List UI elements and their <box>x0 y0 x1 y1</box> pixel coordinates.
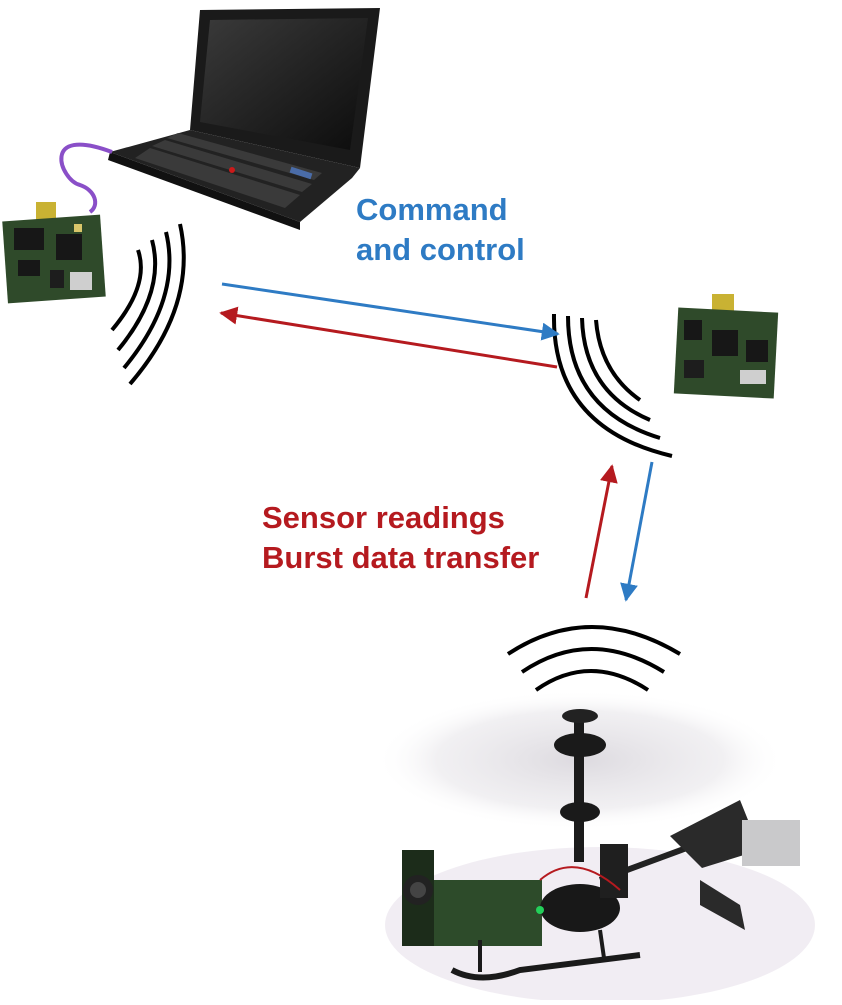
usb-cable <box>59 142 113 214</box>
relay-radio-board-icon <box>673 294 779 399</box>
sensor-arrow-up <box>584 464 618 599</box>
command-arrow-out <box>221 282 560 341</box>
helicopter-icon <box>375 690 815 1003</box>
sensor-arrow-back <box>219 306 558 369</box>
sensor-readings-label: Sensor readings Burst data transfer <box>262 498 539 578</box>
command-arrow-down <box>620 461 654 602</box>
command-and-control-label: Command and control <box>356 190 525 270</box>
command-label-line2: and control <box>356 232 525 267</box>
sensor-label-line1: Sensor readings <box>262 500 505 535</box>
laptop-icon <box>108 8 380 230</box>
relay-radio-waves <box>551 313 673 458</box>
command-label-line1: Command <box>356 192 508 227</box>
base-radio-board-icon <box>2 202 106 304</box>
helicopter-radio-waves <box>506 625 682 692</box>
base-radio-waves <box>110 223 186 386</box>
sensor-label-line2: Burst data transfer <box>262 540 540 575</box>
